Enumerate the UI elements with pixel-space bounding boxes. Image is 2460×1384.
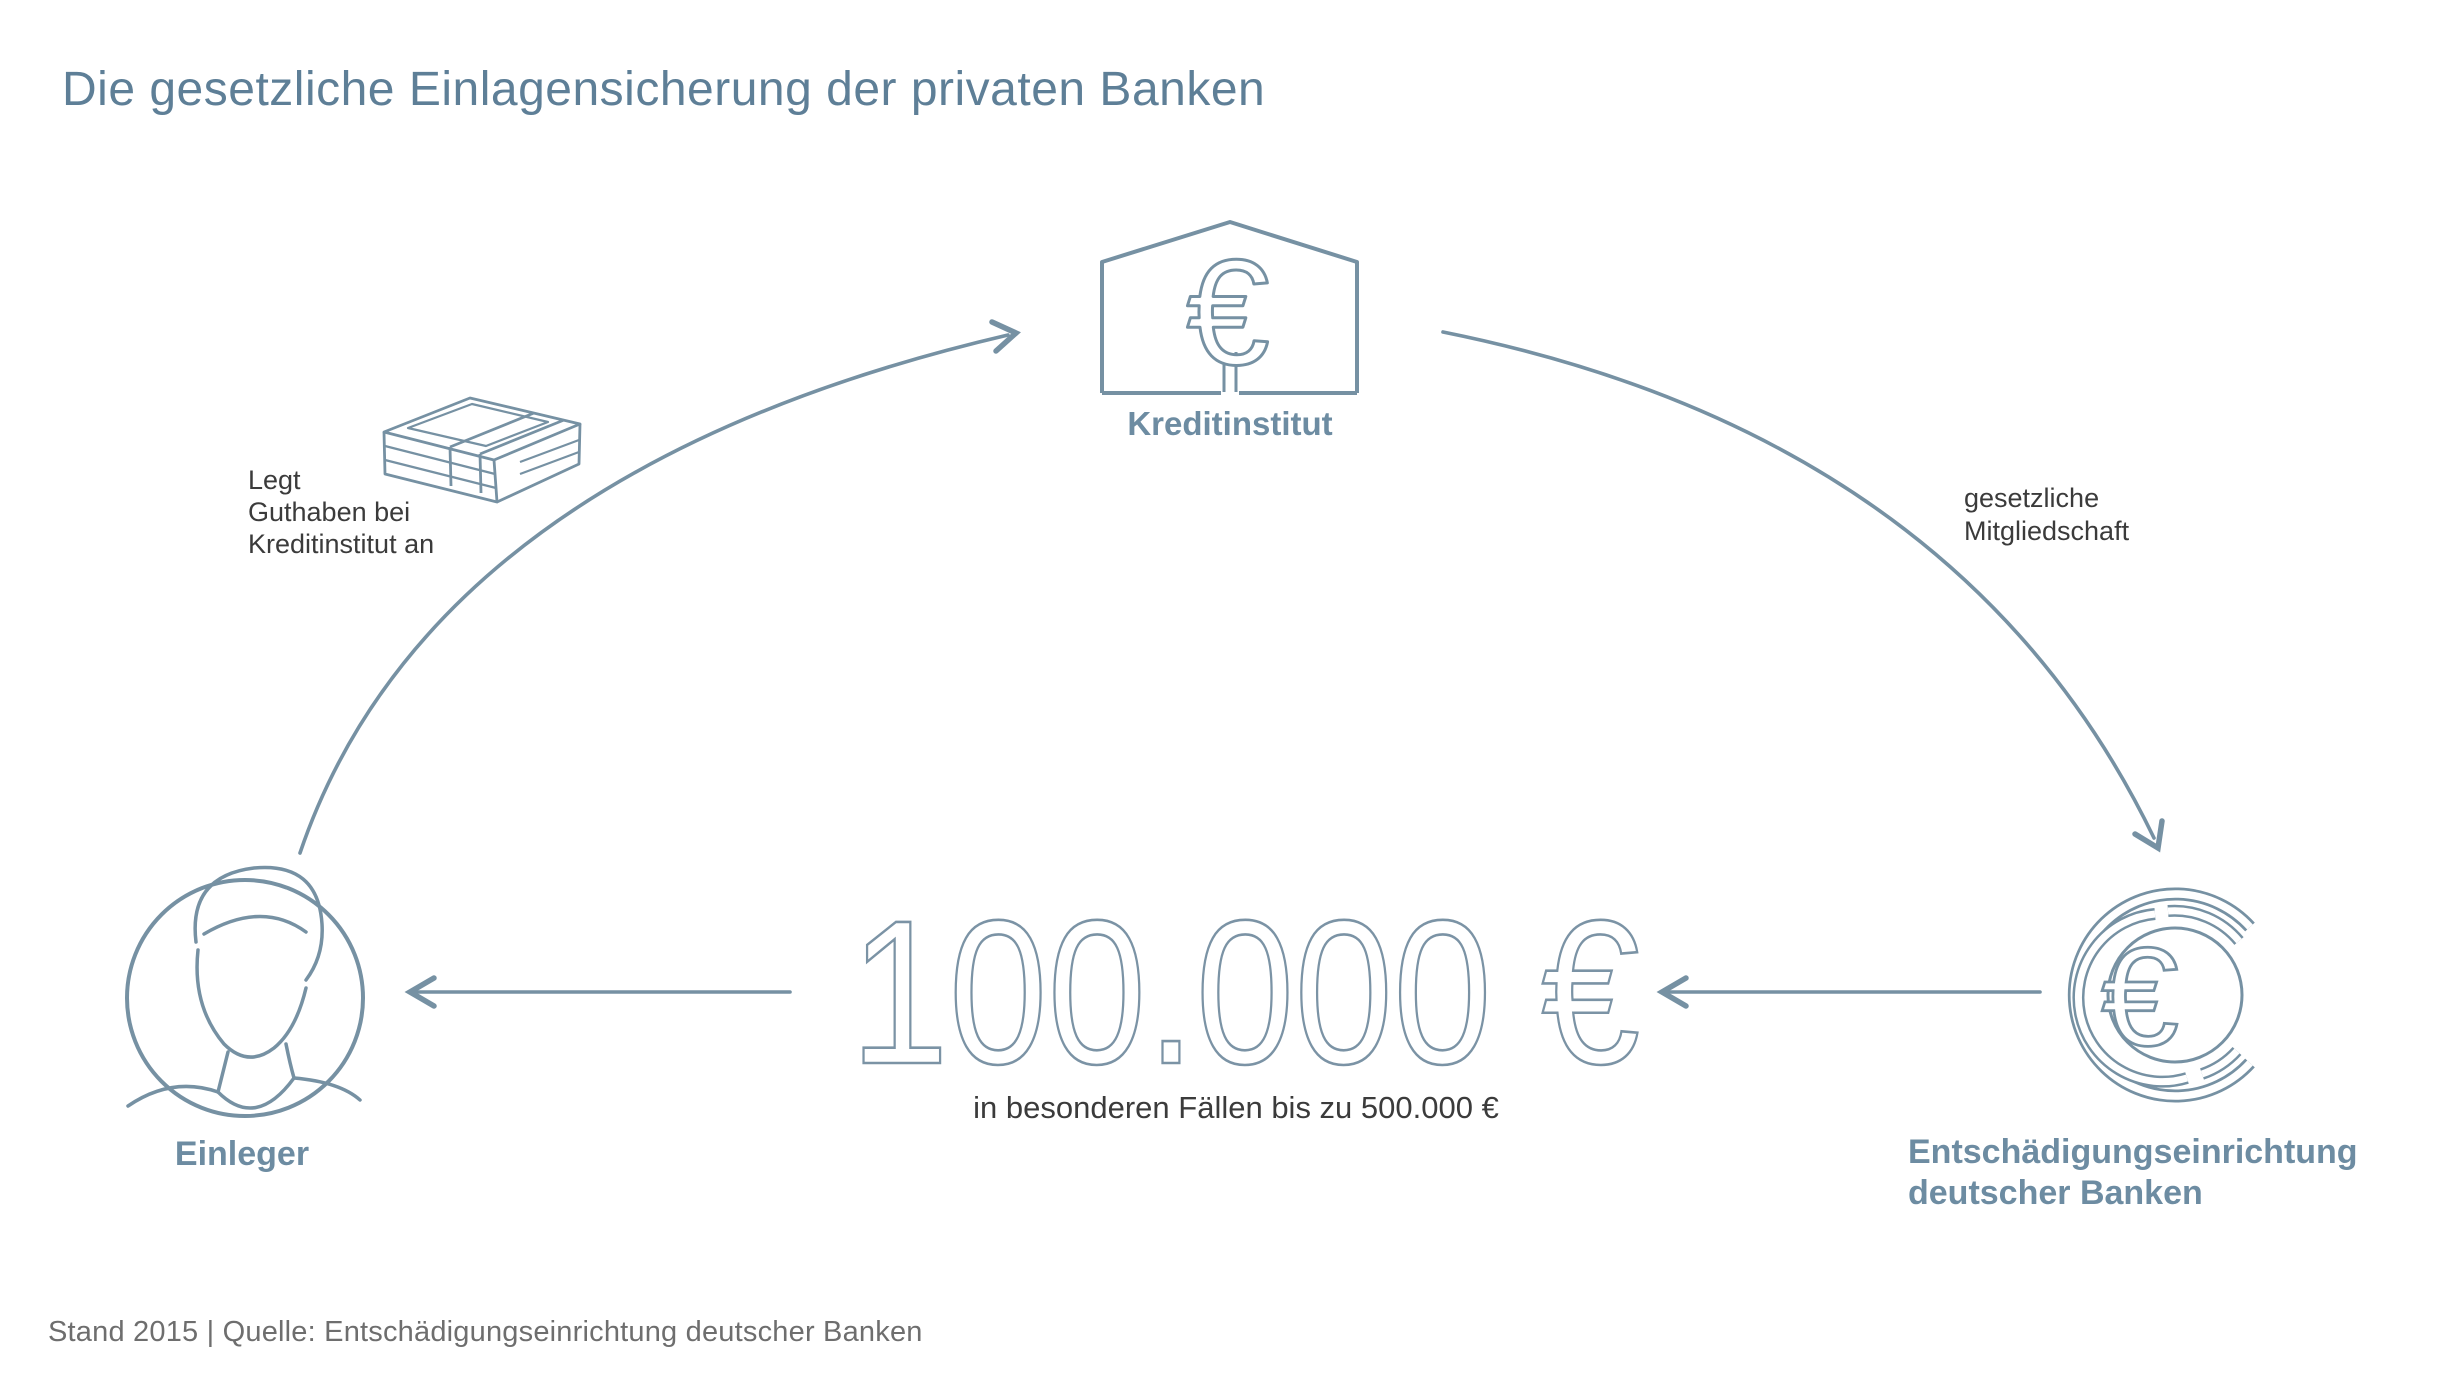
deposit-annotation-line2: Guthaben bei (248, 497, 411, 527)
depositor-icon (125, 865, 365, 1118)
source-footer: Stand 2015 | Quelle: Entschädigungseinri… (48, 1316, 923, 1348)
membership-annotation-line2: Mitgliedschaft (1964, 516, 2130, 546)
edb-logo-icon: € (2067, 887, 2255, 1103)
euro-glyph-edb: € (2101, 918, 2179, 1075)
page-title: Die gesetzliche Einlagensicherung der pr… (62, 63, 1266, 116)
edb-label-line2: deutscher Banken (1908, 1174, 2203, 1212)
euro-glyph-house: € (1186, 228, 1269, 396)
membership-annotation-line1: gesetzliche (1964, 483, 2100, 513)
deposit-annotation: Legt Guthaben bei Kreditinstitut an (248, 464, 434, 560)
arrow-amount-to-einleger (404, 975, 792, 1009)
edb-label-line1: Entschädigungseinrichtung (1908, 1133, 2358, 1171)
bank-house-icon: € (1100, 220, 1359, 398)
edb-label: Entschädigungseinrichtung deutscher Bank… (1908, 1132, 2428, 1214)
kreditinstitut-label: Kreditinstitut (1127, 405, 1333, 442)
coverage-amount: 100.000 € (850, 878, 1640, 1107)
arrow-einleger-to-kreditinstitut (298, 319, 1021, 855)
arrow-edb-to-amount (1656, 975, 2042, 1009)
deposit-annotation-line3: Kreditinstitut an (248, 529, 435, 559)
deposit-annotation-line1: Legt (248, 465, 301, 495)
coverage-note: in besonderen Fällen bis zu 500.000 € (973, 1090, 1499, 1125)
banknotes-icon (382, 396, 582, 504)
einleger-label: Einleger (174, 1135, 310, 1173)
arrow-kreditinstitut-to-edb (1441, 330, 2165, 853)
membership-annotation: gesetzliche Mitgliedschaft (1964, 482, 2129, 548)
